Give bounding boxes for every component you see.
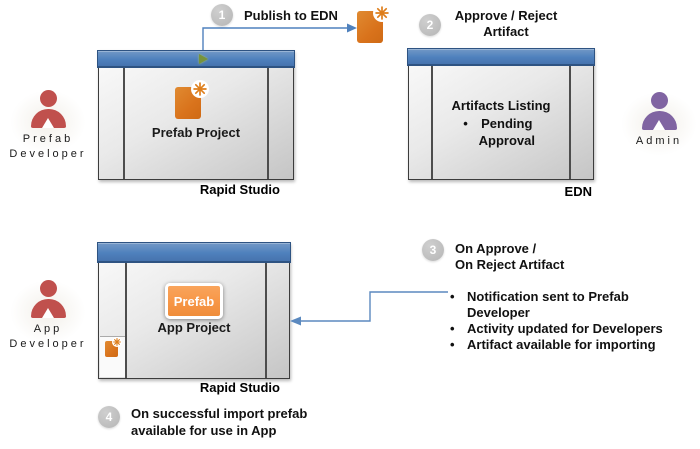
step-4-line1: On successful import prefab — [131, 406, 308, 421]
bullet-dot: • — [450, 321, 455, 336]
approval-notes: • Notification sent to Prefab Developer … — [450, 289, 686, 353]
person-icon — [39, 90, 57, 107]
actor-admin: Admin — [620, 92, 698, 156]
step-3-line1: On Approve / — [455, 241, 537, 256]
panel-divider-right — [265, 263, 267, 378]
caption-edn: EDN — [564, 184, 592, 199]
panel-divider-right — [569, 66, 571, 179]
step-3-number: 3 — [429, 243, 437, 257]
imported-artifact-icon — [105, 337, 122, 357]
prefab-artifact-icon — [175, 80, 209, 119]
window-edn: Artifacts Listing • Pending Approval — [407, 48, 595, 180]
window-titlebar — [407, 48, 595, 66]
actor-label: Prefab Developer — [2, 132, 94, 162]
person-icon-body — [641, 111, 677, 130]
note-text: Activity updated for Developers — [467, 321, 663, 336]
step-3-label: On Approve / On Reject Artifact — [455, 241, 564, 273]
actor-prefab-developer: Prefab Developer — [2, 90, 94, 162]
window-titlebar — [97, 242, 291, 263]
step-1-number: 1 — [218, 8, 226, 22]
approve-connector — [301, 291, 448, 322]
edn-listing-title: Artifacts Listing — [451, 98, 551, 113]
note-item: • Artifact available for importing — [450, 337, 686, 353]
step-2-line1: Approve / Reject — [454, 8, 558, 23]
panel-divider-left — [431, 66, 433, 179]
edn-listing: Artifacts Listing • Pending Approval — [409, 97, 593, 149]
edn-listing-item-text: Pending Approval — [478, 116, 535, 148]
artifact-star-icon — [373, 4, 391, 22]
artifact-star-icon — [191, 80, 209, 98]
step-2-label: Approve / Reject Artifact — [447, 8, 565, 40]
person-icon-body — [30, 109, 66, 128]
step-2-badge: 2 — [419, 14, 441, 36]
step-3-line2: On Reject Artifact — [455, 257, 565, 272]
step-2-line2: Artifact — [483, 24, 529, 39]
step-3-badge: 3 — [422, 239, 444, 261]
caption-rapid-studio-bottom: Rapid Studio — [199, 380, 280, 395]
person-icon — [650, 92, 668, 109]
note-item: • Activity updated for Developers — [450, 321, 686, 337]
step-4-line2: available for use in App — [131, 423, 277, 438]
publish-arrowhead — [347, 23, 357, 33]
panel-divider-left — [125, 263, 127, 378]
actor-app-developer: App Developer — [2, 280, 94, 352]
published-artifact-icon — [357, 4, 391, 43]
edn-listing-item: • Pending Approval — [409, 115, 593, 149]
publish-connector — [202, 27, 347, 50]
note-text: Notification sent to Prefab Developer — [467, 289, 629, 320]
bullet-dot: • — [463, 116, 468, 131]
person-icon-body — [30, 299, 66, 318]
person-icon — [39, 280, 57, 297]
window-rapid-studio-bottom: Prefab App Project — [97, 242, 291, 379]
step-2-number: 2 — [426, 18, 434, 32]
caption-rapid-studio-top: Rapid Studio — [199, 182, 280, 197]
approve-arrowhead — [290, 316, 301, 326]
actor-label-line2: Developer — [9, 338, 87, 350]
actor-label-line1: App — [33, 323, 63, 335]
actor-label-line2: Developer — [9, 148, 87, 160]
note-item: • Notification sent to Prefab Developer — [450, 289, 686, 321]
step-1-badge: 1 — [211, 4, 233, 26]
window-rapid-studio-top: Prefab Project — [97, 50, 295, 180]
bullet-dot: • — [450, 337, 455, 352]
artifact-star-icon — [112, 337, 122, 347]
prefab-button[interactable]: Prefab — [165, 283, 223, 319]
bullet-dot: • — [450, 289, 455, 304]
step-4-number: 4 — [105, 410, 113, 424]
actor-label-line1: Prefab — [22, 133, 74, 145]
project-label: App Project — [157, 320, 231, 335]
step-1-label: Publish to EDN — [244, 8, 338, 23]
panel-divider-right — [267, 68, 269, 179]
play-icon[interactable] — [198, 53, 208, 64]
note-text: Artifact available for importing — [467, 337, 656, 352]
step-4-label: On successful import prefab available fo… — [131, 405, 307, 439]
project-label: Prefab Project — [151, 125, 241, 140]
window-titlebar — [97, 50, 295, 68]
panel-divider-left — [123, 68, 125, 179]
step-4-badge: 4 — [98, 406, 120, 428]
actor-label: Admin — [635, 135, 683, 147]
actor-label: App Developer — [2, 322, 94, 352]
